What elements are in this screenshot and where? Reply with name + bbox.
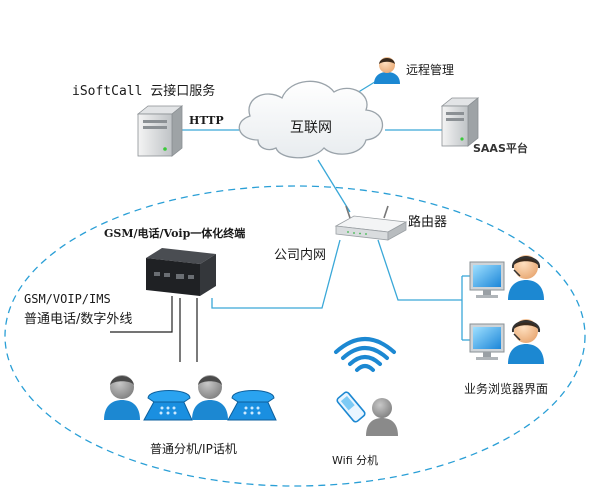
extension-user-2-icon [192,375,228,420]
wifi-user-icon [366,398,398,436]
lines-title-label: GSM/VOIP/IMS [24,292,111,306]
saas-label: SAAS平台 [473,142,528,155]
server-icon [136,105,184,157]
link-router-browsers [377,239,462,301]
extension-user-1-icon [104,375,140,420]
extensions-label: 普通分机/IP话机 [150,442,237,456]
http-label: HTTP [189,114,224,127]
agent-2-headset-icon [508,319,544,364]
lines-sub-label: 普通电话/数字外线 [24,312,133,327]
router-icon [334,205,408,241]
isoftcall-label: iSoftCall 云接口服务 [72,84,216,99]
monitor-1-icon [469,261,505,298]
agent-1-headset-icon [508,255,544,300]
internet-label: 互联网 [290,120,332,136]
remote-admin-label: 远程管理 [406,63,455,77]
internet-cloud-icon [238,80,383,159]
intranet-label: 公司内网 [274,248,327,263]
browser-ui-label: 业务浏览器界面 [464,382,549,396]
desk-phone-2-icon [227,390,277,421]
desk-phone-1-icon [143,390,193,421]
wifi-extension-label: Wifi 分机 [332,454,379,467]
saas-server-icon [440,97,480,147]
router-label: 路由器 [408,215,448,230]
remote-admin-person-icon [374,57,400,84]
link-cloud-router [317,159,351,213]
gsm-terminal-icon [146,248,216,296]
outside-line [110,296,173,333]
monitor-2-icon [469,323,505,360]
intranet-zone [4,185,586,487]
wifi-handset-icon [336,391,366,423]
phone-lines [110,296,198,362]
terminal-label: GSM/电话/Voip一体化终端 [104,227,246,240]
link-router-terminal [211,239,341,309]
wifi-signal-icon [334,337,396,372]
